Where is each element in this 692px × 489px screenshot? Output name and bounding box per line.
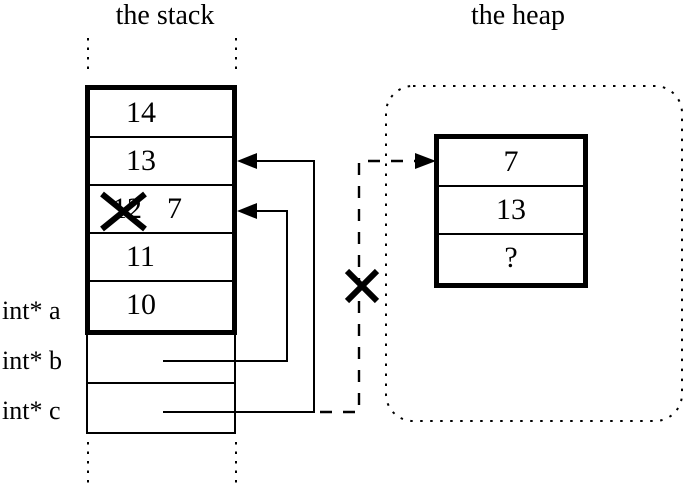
stack-cell-value: 10 <box>126 288 156 321</box>
stack-cell-value: 11 <box>126 240 155 273</box>
heap-cell: 13 <box>439 187 583 235</box>
stack-cell-value: 14 <box>126 96 156 129</box>
stack-cell-old-value: 12 <box>112 192 142 225</box>
stack-cell-13: 13 <box>90 138 232 186</box>
stack-cell-new-value: 7 <box>167 192 182 225</box>
stack-title: the stack <box>115 0 215 31</box>
var-label-a: int* a <box>2 296 61 325</box>
stack-cell-12-overwritten: 12 7 <box>90 186 232 234</box>
heap-title: the heap <box>470 0 566 31</box>
stack-cell-11: 11 <box>90 234 232 282</box>
var-label-c: int* c <box>2 396 61 425</box>
pointer-b-arrowhead-icon <box>237 203 257 219</box>
invalid-pointer-x-icon <box>344 268 380 304</box>
dangling-pointer-dashed-line <box>320 159 415 414</box>
pointer-cell-b <box>88 335 234 384</box>
var-label-b: int* b <box>2 346 62 375</box>
heap-block: 7 13 ? <box>434 134 588 288</box>
heap-cell: 7 <box>439 139 583 187</box>
stack-cell-value: 13 <box>126 144 156 177</box>
stack-cell-14: 14 <box>90 90 232 138</box>
pointer-cell-c <box>88 384 234 433</box>
stack-box: 14 13 12 7 11 10 <box>85 85 237 335</box>
heap-cell: ? <box>504 241 518 274</box>
pointer-c-arrowhead-icon <box>237 153 257 169</box>
stack-cell-10: 10 <box>90 282 232 330</box>
dangling-pointer-arrowhead-icon <box>415 153 436 169</box>
pointer-variable-cells <box>86 335 236 434</box>
